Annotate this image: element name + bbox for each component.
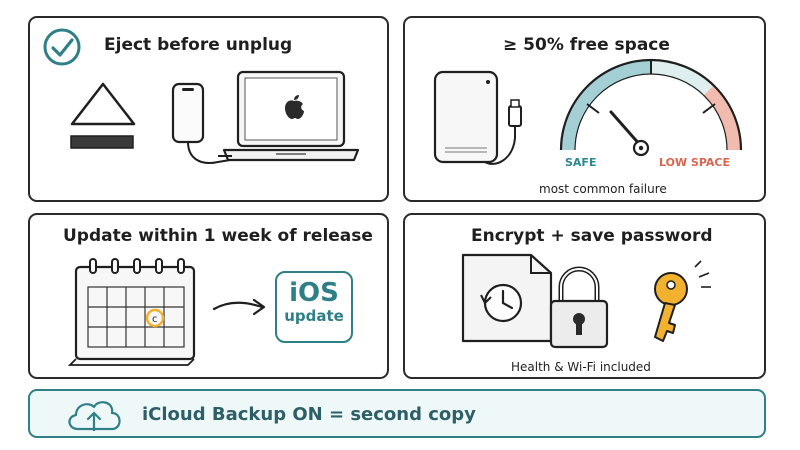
encrypt-note: Health & Wi-Fi included xyxy=(511,360,651,374)
cloud-upload-icon xyxy=(68,401,121,431)
ios-update-label: update xyxy=(284,307,344,325)
laptop-icon xyxy=(218,70,360,162)
key-icon xyxy=(654,260,711,342)
gauge-icon xyxy=(559,58,743,157)
padlock-icon xyxy=(549,266,609,349)
eject-title: Eject before unplug xyxy=(104,35,293,55)
update-panel: Update within 1 week of release c iOS up… xyxy=(28,213,389,379)
usb-plug-icon xyxy=(484,99,522,165)
clock-icon xyxy=(461,253,553,343)
safe-label: SAFE xyxy=(565,156,597,169)
svg-text:c: c xyxy=(152,314,158,325)
free-space-note: most common failure xyxy=(539,182,667,196)
banner-text: iCloud Backup ON = second copy xyxy=(142,404,476,425)
low-space-label: LOW SPACE xyxy=(659,156,731,169)
ios-update-badge: iOS update xyxy=(275,271,353,343)
hard-drive-icon xyxy=(433,70,499,164)
free-space-panel: ≥ 50% free space SAFE LOW SPACE most com… xyxy=(403,16,766,202)
ios-label: iOS xyxy=(289,278,339,308)
eject-panel: Eject before unplug xyxy=(28,16,389,202)
apple-logo-icon xyxy=(285,95,304,119)
calendar-icon: c xyxy=(67,258,196,366)
check-icon xyxy=(43,28,81,66)
phone-icon xyxy=(171,82,231,164)
icloud-banner: iCloud Backup ON = second copy xyxy=(28,389,766,438)
arrow-right-icon xyxy=(212,298,266,316)
encrypt-title: Encrypt + save password xyxy=(471,226,713,246)
eject-icon xyxy=(70,82,136,149)
free-space-title: ≥ 50% free space xyxy=(503,35,670,55)
encrypt-panel: Encrypt + save password Health & Wi-Fi i… xyxy=(403,213,766,379)
update-title: Update within 1 week of release xyxy=(63,226,373,246)
